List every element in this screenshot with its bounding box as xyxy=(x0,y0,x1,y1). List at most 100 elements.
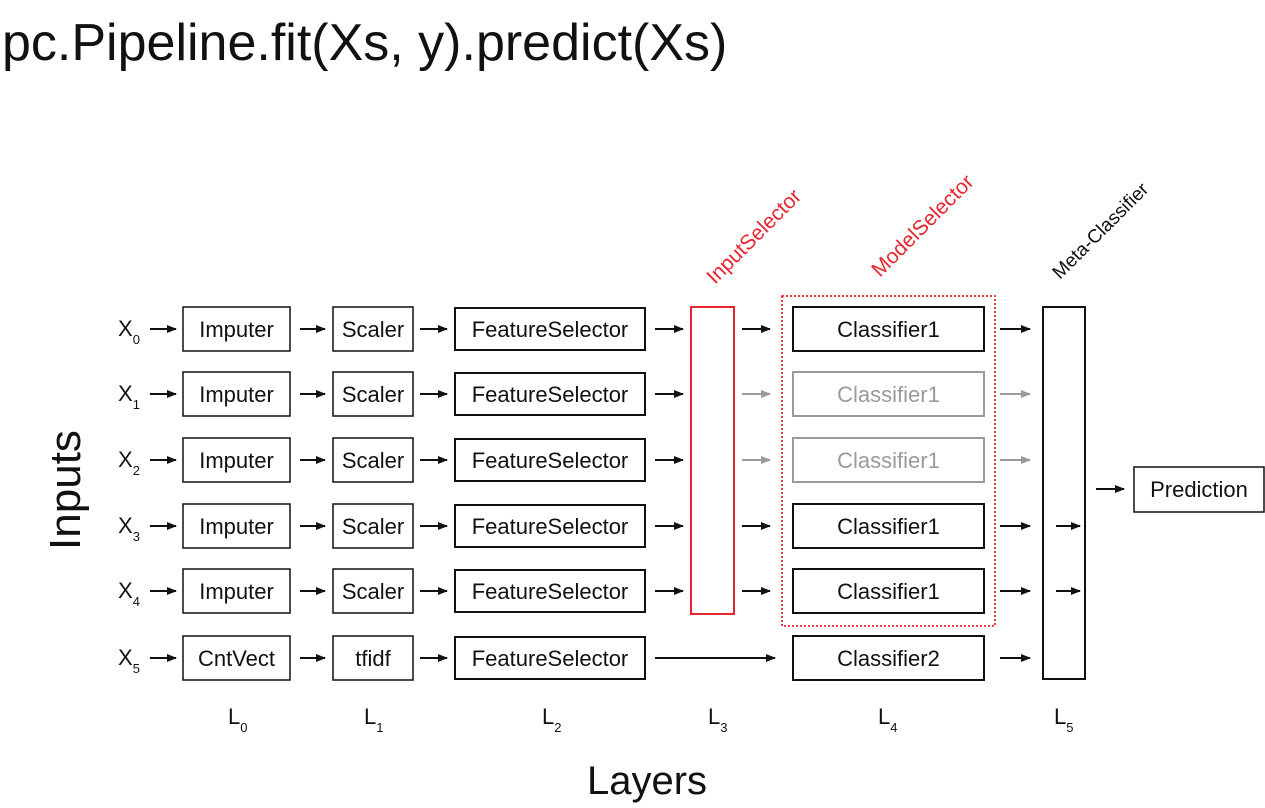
layer2-node-label: FeatureSelector xyxy=(472,448,629,473)
layer1-node-label: Scaler xyxy=(342,448,404,473)
layer2-node-box xyxy=(454,438,646,482)
layer0-node-box xyxy=(182,568,291,614)
layer1-node-label: Scaler xyxy=(342,514,404,539)
layer1-node-box xyxy=(332,437,414,483)
pipeline-row: X1 Imputer Scaler FeatureSelector Classifier… xyxy=(118,371,1031,417)
layer1-node-label: Scaler xyxy=(342,579,404,604)
layer2-node-label: FeatureSelector xyxy=(472,382,629,407)
classifier-node-label: Classifier2 xyxy=(837,646,940,671)
layer-label-base: L xyxy=(228,704,240,729)
layer-label: L0 xyxy=(228,704,247,735)
layer1-node: Scaler xyxy=(332,503,414,549)
input-label: X3 xyxy=(118,513,140,544)
page-title: pc.Pipeline.fit(Xs, y).predict(Xs) xyxy=(2,14,727,72)
input-selector-box xyxy=(690,306,735,615)
meta-classifier-box xyxy=(1042,306,1086,680)
inputs-axis-label: Inputs xyxy=(41,430,90,550)
layer2-node-label: FeatureSelector xyxy=(472,646,629,671)
input-label-base: X xyxy=(118,316,133,341)
layer-label-base: L xyxy=(878,704,890,729)
layer-label-subscript: 3 xyxy=(720,720,727,735)
input-label-base: X xyxy=(118,381,133,406)
layer1-node: Scaler xyxy=(332,306,414,352)
input-label-subscript: 4 xyxy=(133,594,140,609)
classifier-node-box xyxy=(792,503,985,549)
layer-label: L5 xyxy=(1054,704,1073,735)
prediction-box xyxy=(1133,466,1265,513)
input-label-base: X xyxy=(118,645,133,670)
input-label-subscript: 3 xyxy=(133,529,140,544)
layer2-node-label: FeatureSelector xyxy=(472,579,629,604)
layer2-node-box xyxy=(454,569,646,613)
classifier-node: Classifier1 xyxy=(792,503,985,549)
layer1-node-box xyxy=(332,635,414,681)
layer0-node: Imputer xyxy=(182,371,291,417)
layer-label-subscript: 1 xyxy=(376,720,383,735)
layer1-node: tfidf xyxy=(332,635,414,681)
layer1-node-label: Scaler xyxy=(342,382,404,407)
layer1-node: Scaler xyxy=(332,371,414,417)
layer2-node-box xyxy=(454,636,646,680)
layer0-node-label: Imputer xyxy=(199,514,274,539)
layer-label: L1 xyxy=(364,704,383,735)
layer2-node-box xyxy=(454,307,646,351)
classifier-node-box xyxy=(792,437,985,483)
layer-label-subscript: 4 xyxy=(890,720,897,735)
classifier-node: Classifier1 xyxy=(792,306,985,352)
layer2-node: FeatureSelector xyxy=(454,636,646,680)
layer0-node-label: Imputer xyxy=(199,579,274,604)
layer-label-base: L xyxy=(364,704,376,729)
layer1-node-label: Scaler xyxy=(342,317,404,342)
classifier-node: Classifier1 xyxy=(792,371,985,417)
layer-label-base: L xyxy=(542,704,554,729)
layer1-node: Scaler xyxy=(332,568,414,614)
layer-label-subscript: 5 xyxy=(1066,720,1073,735)
model-selector-label: ModelSelector xyxy=(867,170,978,281)
layer2-node: FeatureSelector xyxy=(454,569,646,613)
layer0-node-label: Imputer xyxy=(199,448,274,473)
layer0-node-box xyxy=(182,437,291,483)
layer2-node-label: FeatureSelector xyxy=(472,514,629,539)
classifier-node-box xyxy=(792,371,985,417)
layer-label: L3 xyxy=(708,704,727,735)
classifier-node-box xyxy=(792,568,985,614)
layer-label-subscript: 2 xyxy=(554,720,561,735)
input-label: X0 xyxy=(118,316,140,347)
classifier-node-box xyxy=(792,635,985,681)
layer0-node-label: Imputer xyxy=(199,382,274,407)
layer1-node-box xyxy=(332,306,414,352)
layer2-node: FeatureSelector xyxy=(454,438,646,482)
input-label-subscript: 0 xyxy=(133,332,140,347)
layer0-node: Imputer xyxy=(182,568,291,614)
classifier-node-label: Classifier1 xyxy=(837,317,940,342)
classifier-node: Classifier1 xyxy=(792,568,985,614)
input-label-base: X xyxy=(118,447,133,472)
layers-axis-label: Layers xyxy=(587,759,707,803)
pipeline-row: X2 Imputer Scaler FeatureSelector Classifier… xyxy=(118,437,1031,483)
input-label: X1 xyxy=(118,381,140,412)
layer2-node-box xyxy=(454,504,646,548)
layer1-node-box xyxy=(332,371,414,417)
layer2-node: FeatureSelector xyxy=(454,504,646,548)
classifier-node-label: Classifier1 xyxy=(837,579,940,604)
layer1-node-box xyxy=(332,503,414,549)
classifier-node-box xyxy=(792,306,985,352)
model-selector-region xyxy=(781,295,996,627)
layer0-node-box xyxy=(182,635,291,681)
classifier-node: Classifier1 xyxy=(792,437,985,483)
layer0-node-box xyxy=(182,306,291,352)
layer0-node: Imputer xyxy=(182,503,291,549)
pipeline-row: X3 Imputer Scaler FeatureSelector Classifier… xyxy=(118,503,1081,549)
layer-label: L4 xyxy=(878,704,897,735)
classifier-node-label: Classifier1 xyxy=(837,514,940,539)
layer-label: L2 xyxy=(542,704,561,735)
layer0-node-label: CntVect xyxy=(198,646,275,671)
input-label-base: X xyxy=(118,578,133,603)
layer2-node: FeatureSelector xyxy=(454,372,646,416)
input-label: X2 xyxy=(118,447,140,478)
